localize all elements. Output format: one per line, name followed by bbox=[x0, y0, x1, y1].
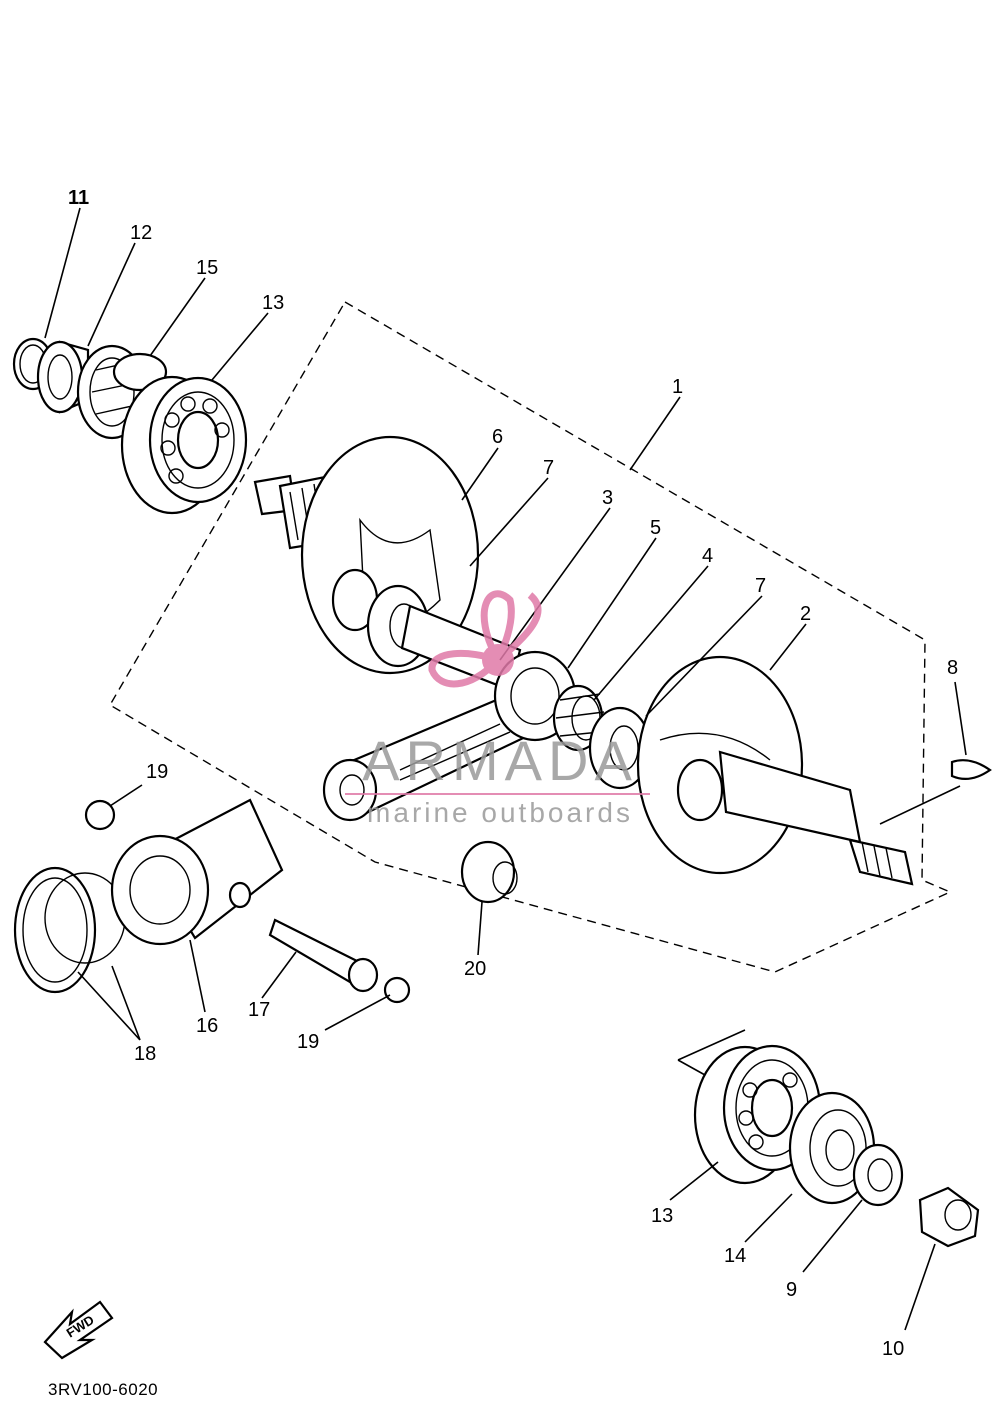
callout-labels: 11 12 15 13 1 6 7 3 5 4 7 2 8 19 16 17 1… bbox=[68, 187, 958, 1360]
callout-12: 12 bbox=[130, 222, 152, 244]
callout-13-lower: 13 bbox=[651, 1205, 673, 1227]
callout-14: 14 bbox=[724, 1245, 746, 1267]
crank-half-part-6[interactable] bbox=[253, 435, 480, 675]
callout-9: 9 bbox=[786, 1279, 797, 1301]
fwd-arrow-icon: FWD bbox=[43, 1300, 114, 1360]
nut-part-10[interactable] bbox=[918, 1186, 980, 1248]
callout-5: 5 bbox=[650, 517, 661, 539]
callout-15: 15 bbox=[196, 257, 218, 279]
piston-pin-part-17[interactable] bbox=[268, 918, 379, 993]
callout-17: 17 bbox=[248, 999, 270, 1021]
connecting-rod[interactable] bbox=[322, 650, 577, 822]
leader-lines bbox=[44, 207, 967, 1331]
needle-bearing-part-20[interactable] bbox=[460, 840, 518, 904]
lower-assembly-guide-line bbox=[677, 1029, 746, 1076]
crankshaft-assembly-outline bbox=[109, 301, 952, 973]
callout-6: 6 bbox=[492, 426, 503, 448]
watermark-tagline: marine outboards bbox=[367, 797, 633, 828]
callout-7-left: 7 bbox=[543, 457, 554, 479]
circlip-part-19-upper[interactable] bbox=[84, 799, 116, 831]
callout-16: 16 bbox=[196, 1015, 218, 1037]
woodruff-key-part-8[interactable] bbox=[950, 759, 992, 781]
callout-1: 1 bbox=[672, 376, 683, 398]
callout-19-upper: 19 bbox=[146, 761, 168, 783]
callout-4: 4 bbox=[702, 545, 713, 567]
callout-20: 20 bbox=[464, 958, 486, 980]
piston-part-16[interactable] bbox=[110, 798, 284, 946]
callout-2: 2 bbox=[800, 603, 811, 625]
callout-10: 10 bbox=[882, 1338, 904, 1360]
callout-8: 8 bbox=[947, 657, 958, 679]
propeller-logo-icon bbox=[428, 590, 542, 688]
callout-11: 11 bbox=[68, 187, 89, 209]
ball-bearing-part-13-lower[interactable] bbox=[693, 1044, 822, 1185]
circlip-part-19-lower[interactable] bbox=[383, 976, 411, 1004]
piston-rings-part-18[interactable] bbox=[13, 866, 126, 994]
callout-13-upper: 13 bbox=[262, 292, 284, 314]
watermark-brand: ARMADA bbox=[362, 729, 638, 792]
watermark: ARMADA marine outboards bbox=[345, 590, 650, 828]
callout-18: 18 bbox=[134, 1043, 156, 1065]
callout-19-lower: 19 bbox=[297, 1031, 319, 1053]
callout-3: 3 bbox=[602, 487, 613, 509]
ball-bearing-part-13-upper[interactable] bbox=[120, 375, 248, 515]
callout-7-right: 7 bbox=[755, 575, 766, 597]
washer-part-9[interactable] bbox=[852, 1143, 904, 1207]
drawing-code: 3RV100-6020 bbox=[48, 1380, 159, 1399]
crank-half-part-2[interactable] bbox=[636, 655, 914, 886]
